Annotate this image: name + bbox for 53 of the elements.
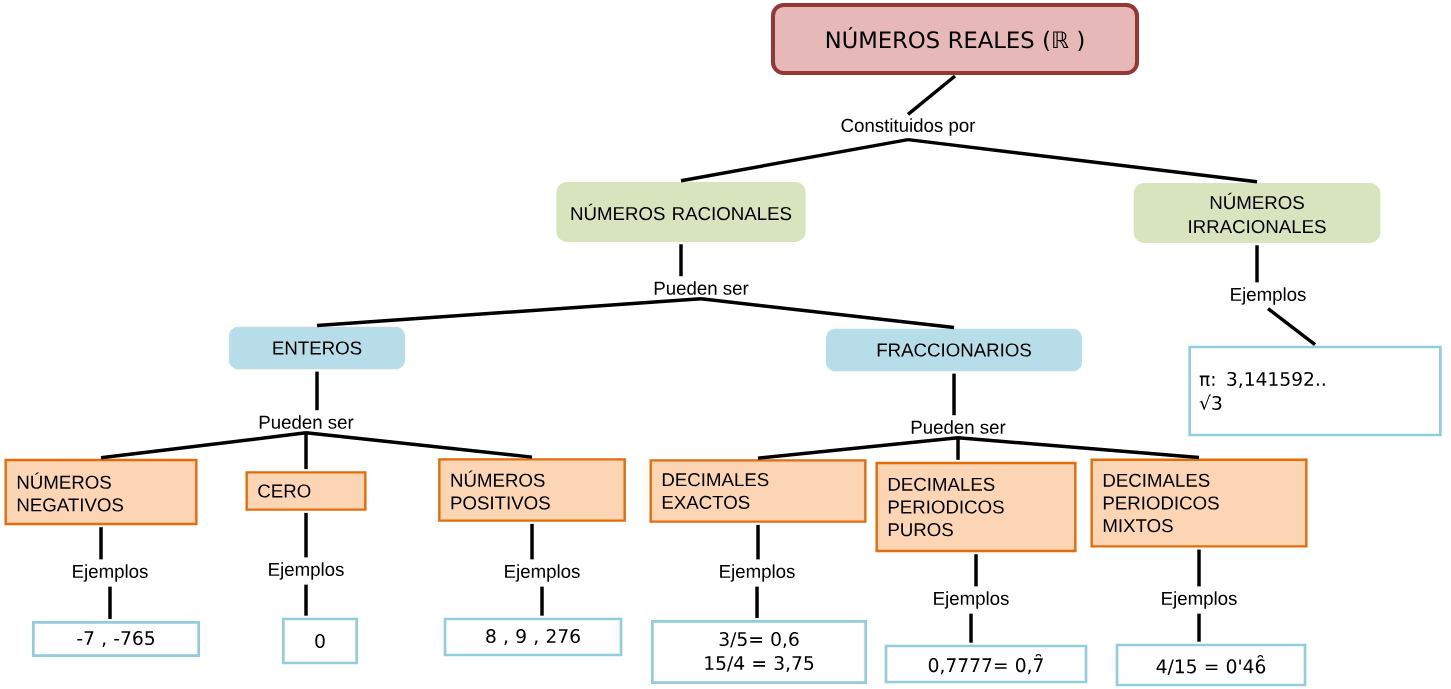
connector-line (540, 586, 544, 616)
connector-line (316, 297, 702, 328)
category-box: CERO (245, 471, 367, 511)
connector-text: Ejemplos (1231, 287, 1306, 305)
connector-text: Pueden ser (259, 415, 354, 429)
connector-line (952, 373, 956, 416)
connector-line (755, 586, 759, 618)
example-box: 3/5= 0,6 15/4 = 3,75 (651, 620, 867, 684)
example-box: 8 , 9 , 276 (443, 617, 623, 657)
connector-line (679, 244, 683, 277)
connector-text: Constituidos por (841, 118, 976, 136)
category-box: NÚMEROS NEGATIVOS (4, 458, 198, 526)
connector-line (969, 613, 973, 643)
connector-text: Ejemplos (720, 564, 795, 582)
category-box: DECIMALES PERIODICOS MIXTOS (1090, 458, 1308, 548)
connector-line (907, 137, 1258, 184)
connector-line (906, 74, 957, 116)
connector-line (700, 297, 955, 330)
example-box: 0,7777= 0,7̑ (884, 644, 1088, 684)
connector-text: Ejemplos (505, 564, 580, 582)
connector-line (530, 523, 534, 560)
category-box: NÚMEROS IRRACIONALES (1133, 183, 1381, 243)
category-box: DECIMALES EXACTOS (649, 459, 867, 523)
connector-line (304, 512, 308, 558)
connector-line (956, 438, 960, 460)
example-box: π: 3,141592.. √3 (1188, 345, 1442, 437)
connector-line (680, 137, 909, 183)
connector-text: Ejemplos (269, 562, 344, 580)
example-box: 4/15 = 0'46̑ (1115, 643, 1307, 687)
connector-line (1197, 549, 1201, 587)
example-box: -7 , -765 (32, 621, 200, 657)
connector-text: Ejemplos (73, 564, 148, 582)
connector-line (315, 371, 319, 411)
connector-line (1266, 307, 1317, 347)
category-box: FRACCIONARIOS (826, 328, 1082, 372)
category-box: DECIMALES PERIODICOS PUROS (875, 461, 1077, 553)
category-box: NÚMEROS RACIONALES (556, 182, 806, 242)
category-box: NÚMEROS POSITIVOS (438, 458, 626, 522)
connector-text: Ejemplos (934, 591, 1009, 609)
connector-line (1197, 613, 1201, 642)
connector-line (99, 527, 103, 560)
connector-line (304, 584, 308, 616)
example-box: 0 (282, 617, 358, 665)
connector-text: Pueden ser (654, 281, 749, 295)
category-box: ENTEROS (229, 326, 405, 370)
connector-line (1255, 245, 1259, 283)
connector-line (108, 586, 112, 619)
connector-line (974, 554, 978, 587)
title-box: NÚMEROS REALES (ℝ ) (771, 3, 1139, 75)
connector-line (304, 433, 308, 470)
connector-text: Pueden ser (911, 420, 1006, 434)
connector-line (756, 524, 760, 560)
connector-text: Ejemplos (1162, 591, 1237, 609)
